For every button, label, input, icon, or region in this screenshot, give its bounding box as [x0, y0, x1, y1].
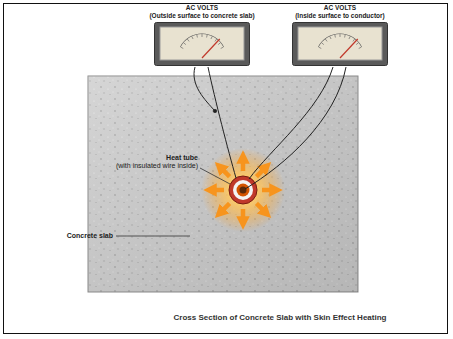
meter-dial [292, 22, 388, 66]
heat-arrow [220, 167, 230, 177]
tube-inner [233, 180, 253, 200]
voltmeter: AC VOLTS(Inside surface to conductor) [290, 4, 390, 66]
heat-tube [229, 176, 257, 204]
concrete-slab [88, 76, 358, 292]
part-label: Concrete slab [67, 232, 113, 240]
meter-wire [194, 67, 215, 111]
heat-arrow [220, 203, 230, 213]
part-label: (with insulated wire inside) [116, 162, 198, 170]
heat-arrow [256, 203, 266, 213]
meter-wire [208, 67, 236, 178]
meter-dial [154, 22, 250, 66]
heat-arrows [210, 157, 276, 223]
part-label: Heat tube [166, 154, 198, 162]
heat-arrow [210, 188, 224, 193]
heat-arrow [241, 209, 246, 223]
meter-label: (Inside surface to conductor) [290, 12, 390, 20]
slab-shading [88, 76, 358, 292]
heat-arrow [241, 157, 246, 171]
meter-wire [245, 67, 346, 189]
meter-label: AC VOLTS [290, 4, 390, 12]
leader-line [200, 168, 230, 184]
leader-line [116, 236, 190, 237]
meter-label: (Outside surface to concrete slab) [147, 12, 256, 20]
voltmeter: AC VOLTS(Outside surface to concrete sla… [147, 4, 256, 66]
heat-glow [201, 148, 285, 232]
caption: Cross Section of Concrete Slab with Skin… [174, 313, 387, 322]
wire-insulation [237, 184, 250, 197]
meter-label: AC VOLTS [147, 4, 256, 12]
wire-contact [213, 109, 217, 113]
heat-arrow [262, 188, 276, 193]
conductor [240, 187, 247, 194]
